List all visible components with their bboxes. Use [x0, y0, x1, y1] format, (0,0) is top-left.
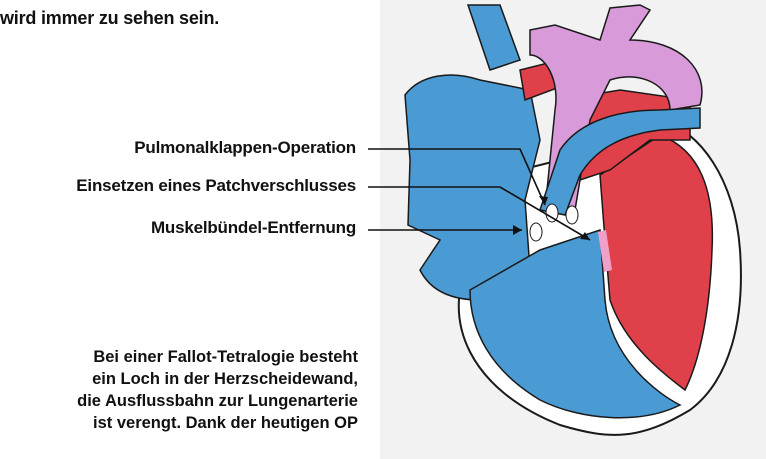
valve-leaflet: [566, 206, 578, 224]
valve-leaflet: [530, 223, 542, 241]
